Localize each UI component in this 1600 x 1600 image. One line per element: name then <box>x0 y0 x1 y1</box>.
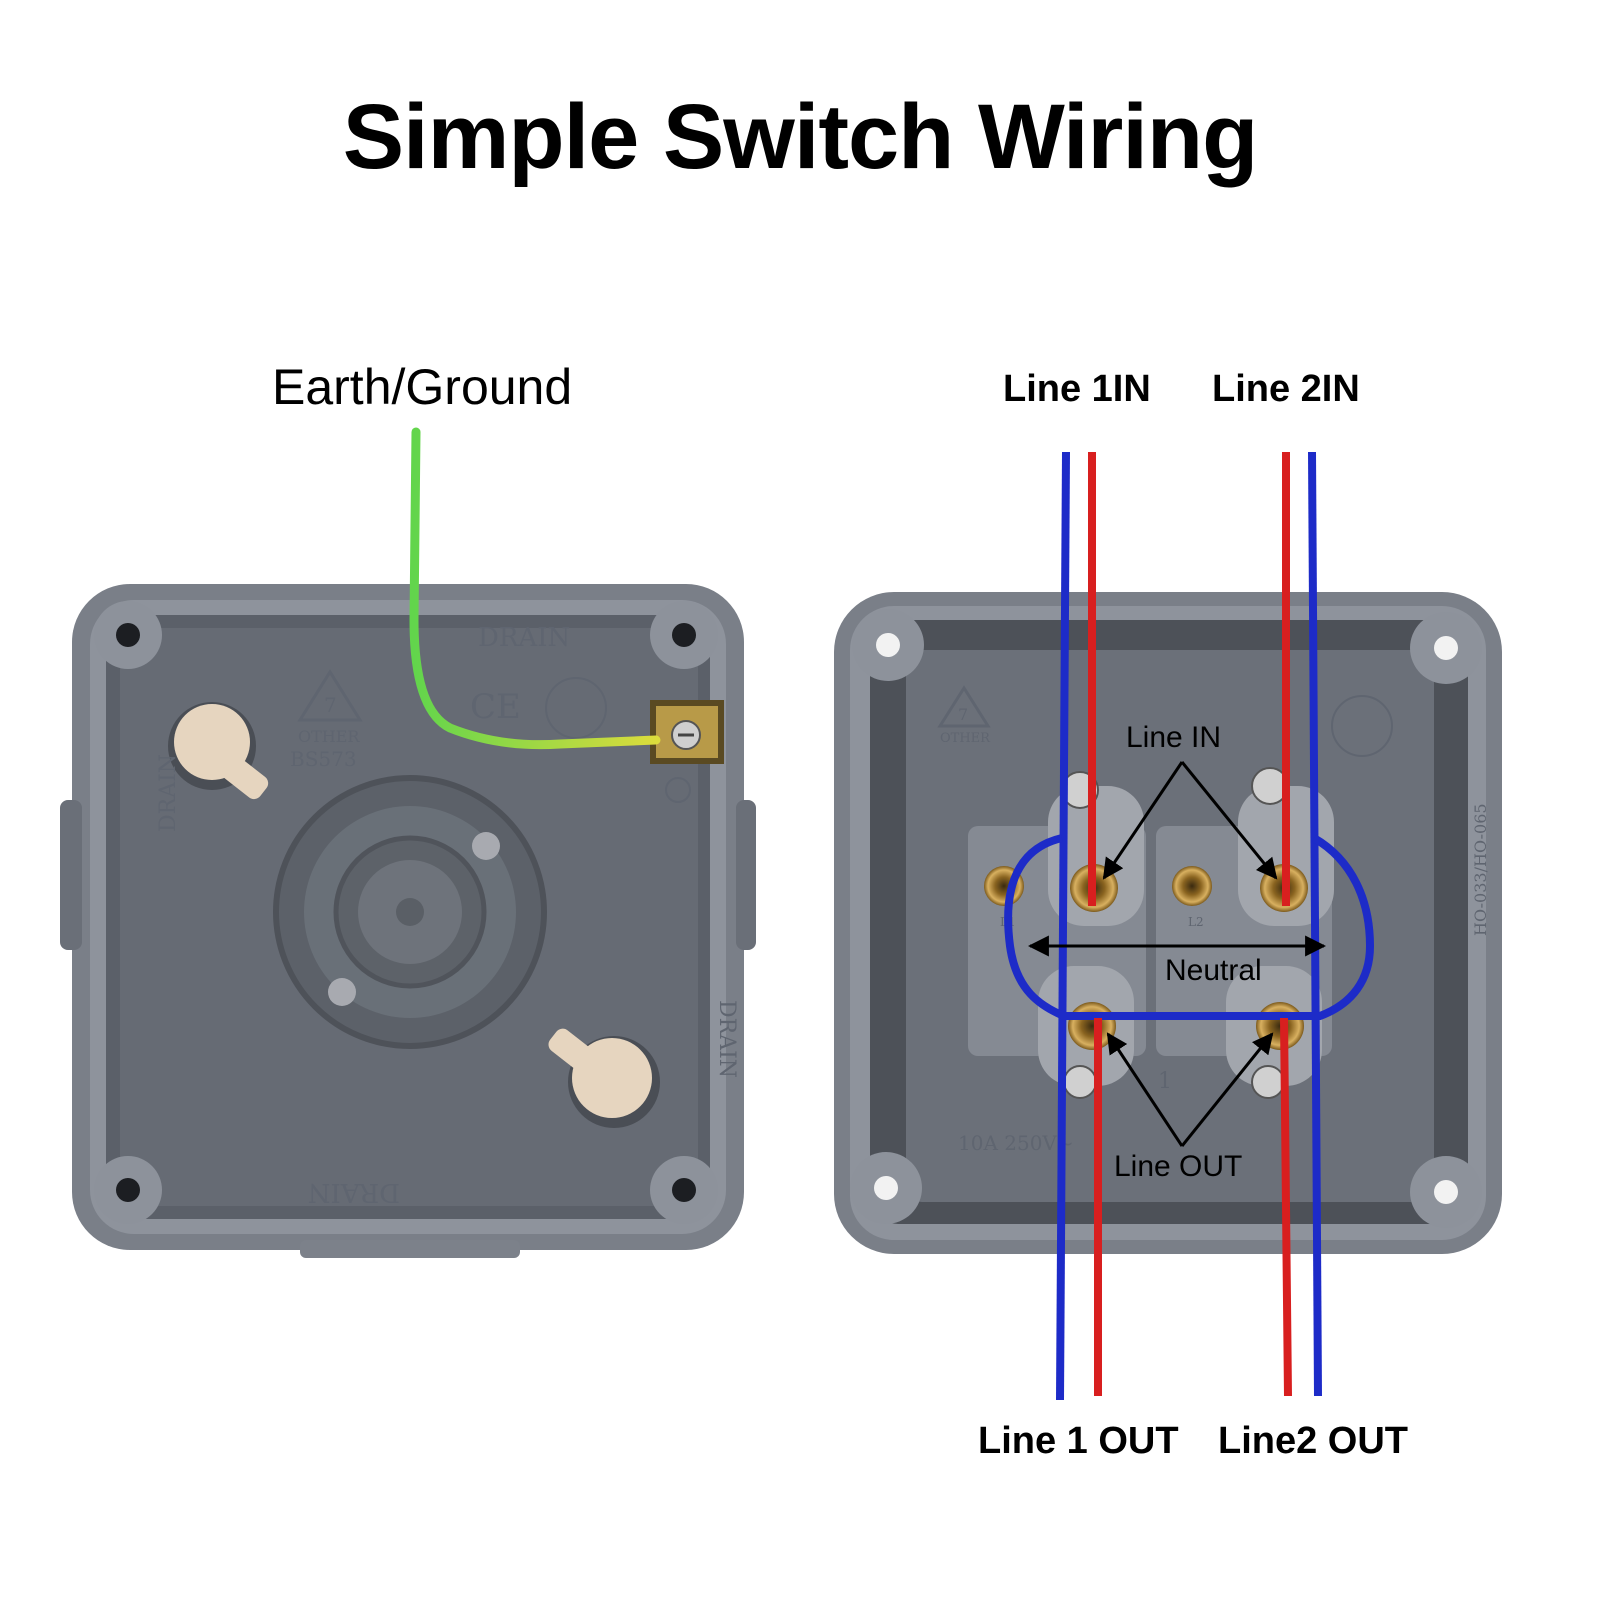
svg-text:7: 7 <box>324 693 337 717</box>
line-out-arrow-left <box>1106 1032 1184 1147</box>
drain-text-left: DRAIN <box>156 754 181 832</box>
ce-mark: CE <box>470 687 521 727</box>
svg-text:OTHER: OTHER <box>940 731 991 746</box>
earth-terminal <box>650 700 724 803</box>
drain-text-top: DRAIN <box>478 623 570 653</box>
line1-out-label: Line 1 OUT <box>978 1420 1179 1462</box>
svg-text:L2: L2 <box>1188 915 1204 929</box>
neutral-annotation: Neutral <box>1165 954 1262 987</box>
rating-text: 10A 250V~ <box>958 1131 1074 1155</box>
recycle-symbol-right: 7 OTHER <box>937 685 991 746</box>
line2-in-label: Line 2IN <box>1212 368 1360 410</box>
svg-text:BS573: BS573 <box>290 747 357 771</box>
svg-text:1: 1 <box>1158 1069 1172 1094</box>
earth-ground-label: Earth/Ground <box>272 359 573 415</box>
neutral-wires <box>1004 451 1375 1401</box>
model-text: HO-033/HO-065 <box>1471 803 1490 936</box>
left-enclosure: DRAIN DRAIN DRAIN DRAIN 7 OTHER BS573 CE <box>60 427 756 1258</box>
live-wires <box>1088 452 1292 1397</box>
date-dial <box>545 677 607 739</box>
cable-plug-top <box>168 702 269 800</box>
line-in-annotation: Line IN <box>1126 721 1222 754</box>
cable-plug-bottom <box>548 1028 660 1128</box>
drain-text-bottom: DRAIN <box>308 1177 400 1207</box>
line-in-arrow-right <box>1180 761 1278 880</box>
corner-bosses-right <box>850 609 1482 1228</box>
line2-live-wire <box>1280 452 1292 1397</box>
line2-out-label: Line2 OUT <box>1218 1420 1409 1462</box>
date-dial-right <box>1331 695 1393 757</box>
line-out-arrow-right <box>1180 1032 1274 1147</box>
drain-text-right: DRAIN <box>714 1000 739 1078</box>
line-in-arrow-left <box>1102 761 1184 880</box>
neutral-bridge-loop <box>1004 834 1375 1020</box>
line1-neutral-wire <box>1056 451 1070 1401</box>
recycle-symbol-left: 7 OTHER BS573 <box>290 669 363 771</box>
earth-wire <box>409 427 661 750</box>
corner-bosses <box>94 601 718 1224</box>
page-title: Simple Switch Wiring <box>342 86 1259 188</box>
line1-in-label: Line 1IN <box>1003 368 1151 410</box>
svg-text:7: 7 <box>958 705 968 724</box>
annotation-arrows <box>1027 761 1327 1147</box>
line2-neutral-wire <box>1308 451 1322 1397</box>
line-out-annotation: Line OUT <box>1114 1150 1243 1183</box>
svg-text:OTHER: OTHER <box>298 727 360 746</box>
line1-live-wire <box>1088 452 1102 1396</box>
